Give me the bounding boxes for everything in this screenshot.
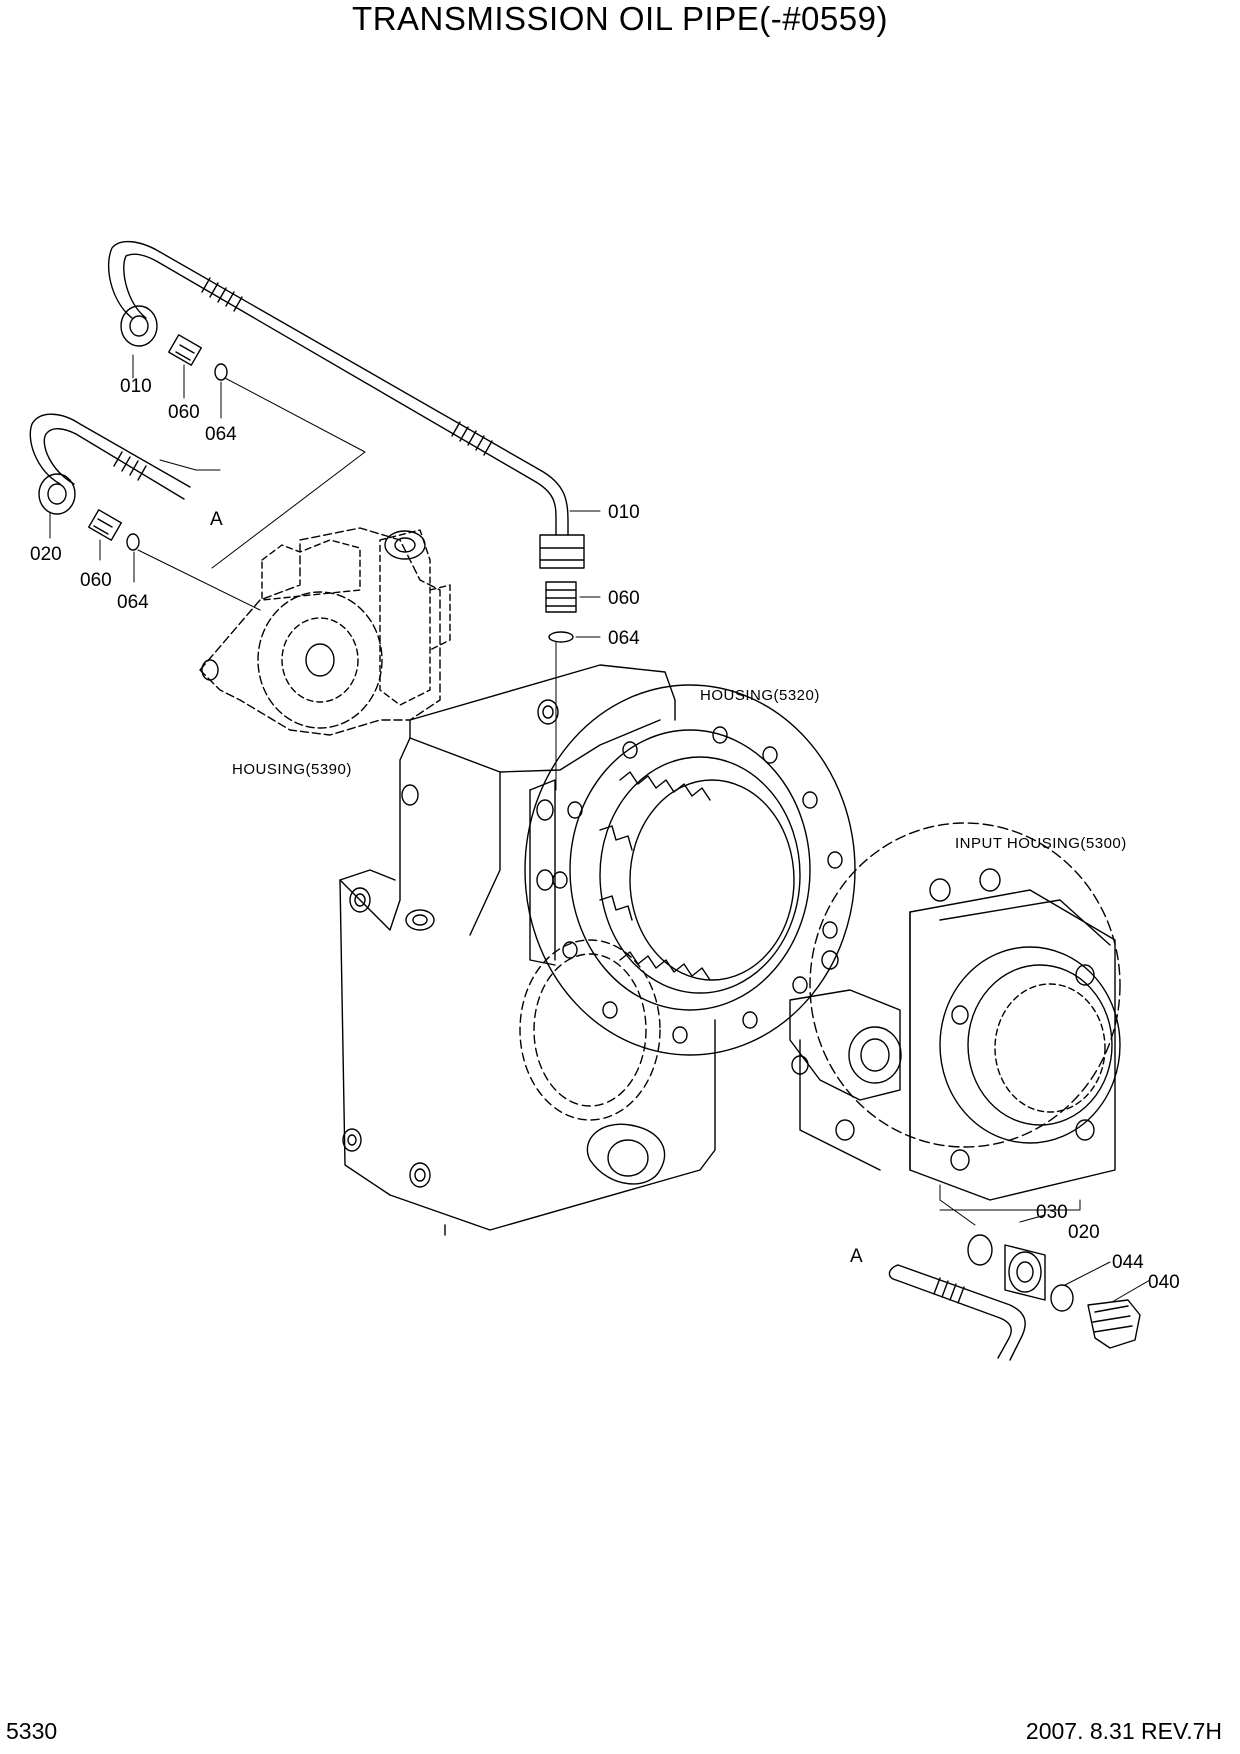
callout-060-left: 060 [80, 570, 112, 591]
callout-040: 040 [1148, 1272, 1180, 1293]
callout-064-left: 064 [117, 592, 149, 613]
reference-a-lower: A [850, 1246, 863, 1267]
callout-010-center: 010 [608, 502, 640, 523]
oil-pipe-020 [29, 413, 191, 515]
fitting-060-center [545, 581, 577, 613]
callout-064-center: 064 [608, 628, 640, 649]
callout-060-upper: 060 [168, 402, 200, 423]
o-ring-030 [967, 1234, 993, 1266]
callout-064-upper: 064 [205, 424, 237, 445]
o-ring-064-center [548, 631, 574, 643]
bushing-020 [1004, 1244, 1046, 1301]
oil-pipe-020-lower [888, 1264, 1026, 1361]
oil-pipe-010 [107, 241, 585, 569]
fitting-060-left [88, 509, 122, 541]
page-number: 5330 [6, 1718, 58, 1744]
callout-010-upper: 010 [120, 376, 152, 397]
input-housing-5300 [789, 822, 1121, 1201]
callout-020-left: 020 [30, 544, 62, 565]
housing-5390 [199, 527, 451, 736]
reference-a-upper: A [210, 509, 223, 530]
o-ring-044 [1050, 1284, 1074, 1312]
callout-030: 030 [1036, 1202, 1068, 1223]
callout-020-lower: 020 [1068, 1222, 1100, 1243]
plug-040 [1087, 1299, 1141, 1349]
label-input-housing-5300: INPUT HOUSING(5300) [955, 835, 1127, 852]
housing-5320 [339, 664, 856, 1236]
label-housing-5390: HOUSING(5390) [232, 761, 352, 778]
leader-lines [49, 354, 1151, 1303]
page-title: TRANSMISSION OIL PIPE(-#0559) [352, 0, 888, 37]
fitting-060-upper [168, 334, 202, 366]
o-ring-064-left [126, 533, 140, 551]
revision-date: 2007. 8.31 REV.7H [1025, 1718, 1222, 1744]
label-housing-5320: HOUSING(5320) [700, 687, 820, 704]
callout-060-center: 060 [608, 588, 640, 609]
o-ring-064-upper [214, 363, 228, 381]
callout-044: 044 [1112, 1252, 1144, 1273]
